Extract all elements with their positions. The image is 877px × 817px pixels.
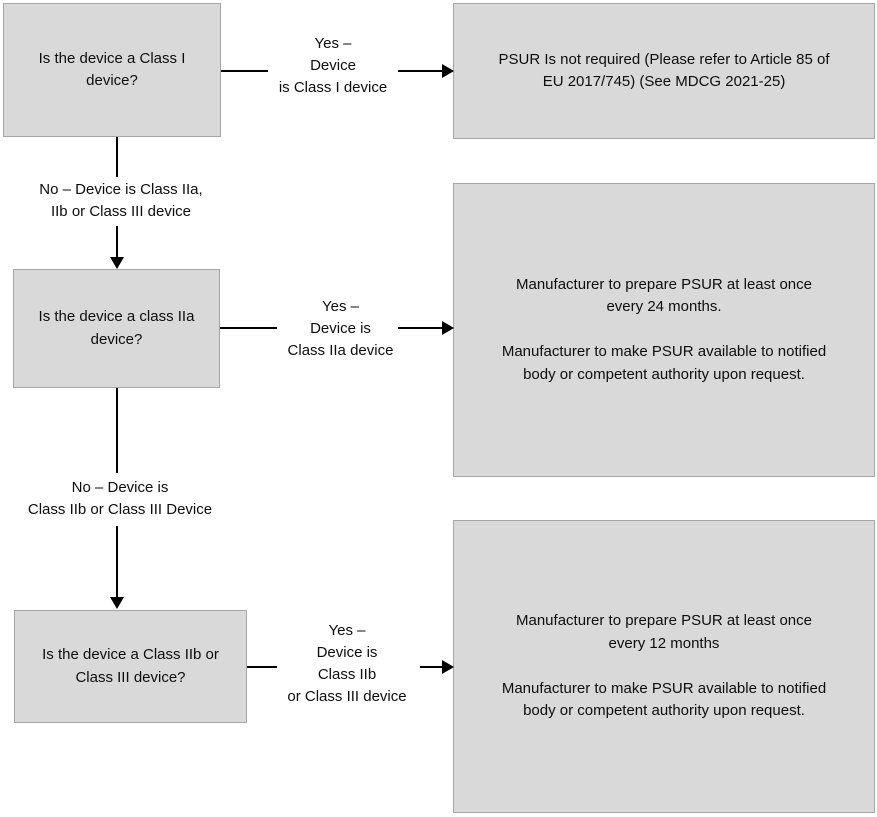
connector-down1-upper bbox=[116, 137, 118, 177]
decision-box-class-iib-iii: Is the device a Class IIb or Class III d… bbox=[14, 610, 247, 723]
decision-box-class-iia: Is the device a class IIa device? bbox=[13, 269, 220, 388]
result-box-psur-24-months: Manufacturer to prepare PSUR at least on… bbox=[453, 183, 875, 477]
connector-down1-lower bbox=[116, 226, 118, 257]
arrowhead-down1-icon bbox=[110, 257, 124, 269]
connector-down2-upper bbox=[116, 388, 118, 473]
connector-row2-right bbox=[398, 327, 442, 329]
label-yes-class-iia: Yes – Device is Class IIa device bbox=[287, 298, 394, 360]
connector-row1-right bbox=[398, 70, 442, 72]
connector-row2-left bbox=[220, 327, 277, 329]
connector-down2-lower bbox=[116, 526, 118, 597]
arrowhead-right-row2-icon bbox=[442, 321, 454, 335]
connector-row3-right bbox=[420, 666, 442, 668]
result-box-psur-12-months: Manufacturer to prepare PSUR at least on… bbox=[453, 520, 875, 813]
arrowhead-down2-icon bbox=[110, 597, 124, 609]
arrowhead-right-row1-icon bbox=[442, 64, 454, 78]
label-yes-class-iib-iii: Yes – Device is Class IIb or Class III d… bbox=[287, 622, 407, 706]
connector-row3-left bbox=[247, 666, 277, 668]
arrowhead-right-row3-icon bbox=[442, 660, 454, 674]
label-no-class-iib-iii: No – Device is Class IIb or Class III De… bbox=[27, 479, 213, 519]
result-box-psur-not-required: PSUR Is not required (Please refer to Ar… bbox=[453, 3, 875, 139]
decision-box-class-i: Is the device a Class I device? bbox=[3, 3, 221, 137]
label-yes-class-i: Yes – Device is Class I device bbox=[278, 35, 388, 97]
connector-row1-left bbox=[221, 70, 268, 72]
label-no-class-iia-iib-iii: No – Device is Class IIa, IIb or Class I… bbox=[39, 181, 203, 221]
